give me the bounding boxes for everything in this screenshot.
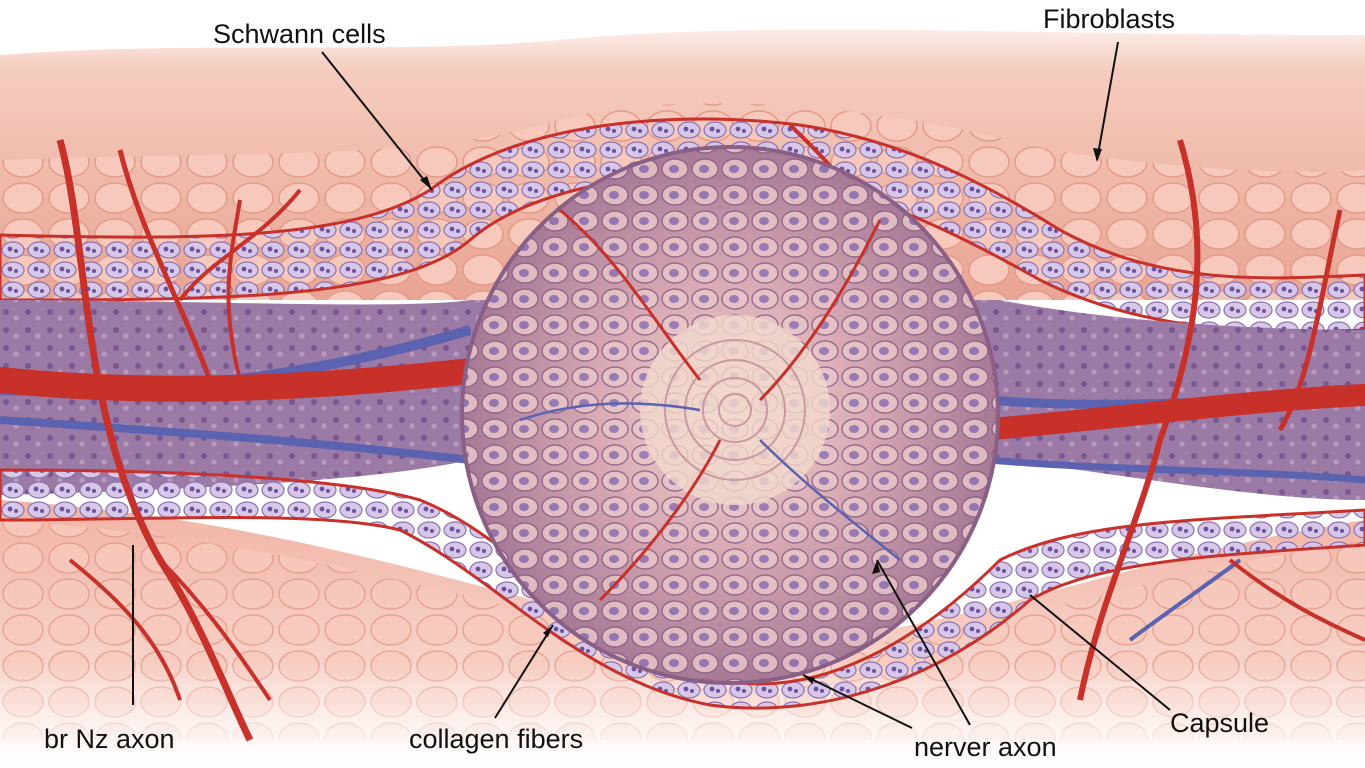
label-fibroblasts: Fibroblasts bbox=[1043, 4, 1176, 34]
arrowhead-schwann bbox=[420, 176, 432, 190]
label-capsule: Capsule bbox=[1170, 708, 1270, 738]
arrowhead-nerver-2 bbox=[803, 675, 815, 684]
arrowhead-collagen bbox=[543, 625, 553, 637]
label-schwann-cells: Schwann cells bbox=[213, 19, 386, 49]
leader-nerver-axon bbox=[876, 559, 971, 726]
leader-schwann-cells bbox=[321, 51, 433, 191]
leader-fibroblasts bbox=[1096, 41, 1119, 161]
leader-lines bbox=[132, 41, 1171, 729]
label-nerver-axon: nerver axon bbox=[914, 732, 1057, 762]
label-collagen-fibers: collagen fibers bbox=[409, 724, 584, 754]
arrowhead-fibroblasts bbox=[1093, 148, 1102, 162]
leader-nerver-axon-2 bbox=[802, 674, 913, 729]
arrowhead-nerver bbox=[872, 560, 880, 574]
leader-capsule bbox=[1029, 594, 1171, 711]
label-br-nz-axon: br Nz axon bbox=[44, 724, 175, 754]
leader-collagen-fibers bbox=[494, 624, 554, 719]
